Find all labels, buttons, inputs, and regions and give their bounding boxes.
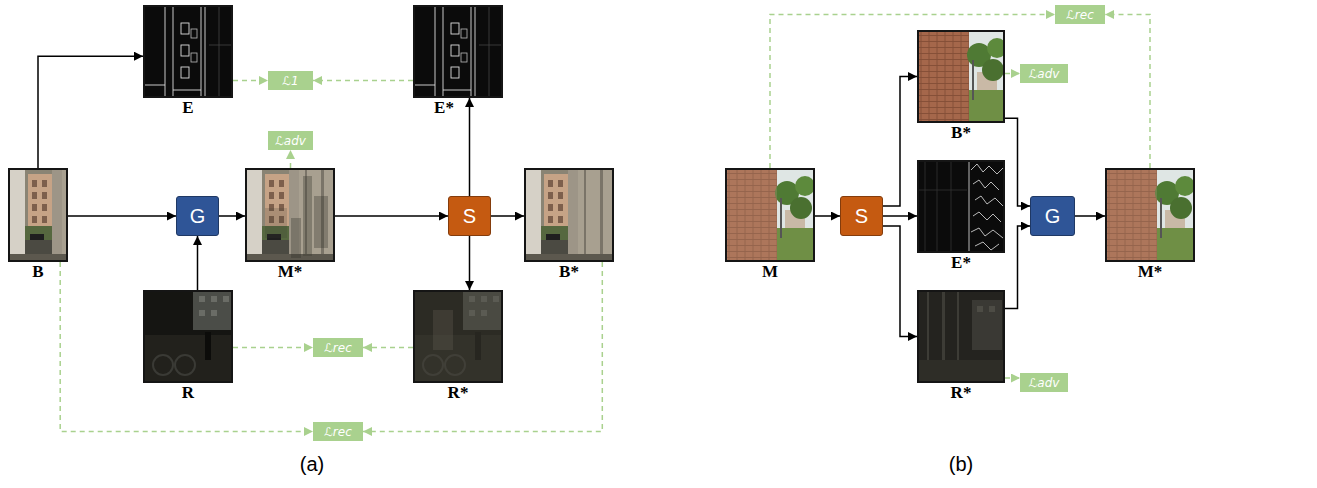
image-frame: M — [725, 168, 815, 262]
flow-arrow — [1005, 226, 1030, 309]
loss-label: ℒrec — [324, 341, 352, 355]
loss-connector — [313, 80, 413, 82]
image-label: B — [32, 262, 43, 282]
flow-arrow — [1005, 118, 1030, 206]
loss-connector — [60, 262, 313, 432]
loss-label: ℒrec — [324, 425, 352, 439]
loss-box: ℒ1 — [268, 71, 313, 90]
flow-arrow — [197, 236, 199, 290]
module-label: S — [855, 205, 868, 228]
loss-connector — [363, 347, 413, 349]
flow-arrow — [469, 236, 471, 290]
image-frame: B* — [524, 168, 614, 262]
loss-box: ℒrec — [1055, 5, 1105, 24]
loss-box: ℒrec — [313, 422, 363, 441]
loss-connector — [1005, 73, 1020, 75]
image-frame: B — [8, 168, 68, 262]
image-label: B* — [559, 262, 579, 282]
image-label: R — [182, 383, 194, 403]
image-label: E* — [951, 253, 971, 273]
edge-image — [413, 5, 503, 98]
loss-label: ℒadv — [1029, 376, 1060, 390]
image-frame: E* — [413, 5, 503, 98]
loss-box: ℒrec — [313, 338, 363, 357]
module-label: S — [463, 205, 476, 228]
background-image — [524, 168, 614, 262]
image-label: E — [182, 98, 193, 118]
edge-image — [143, 5, 233, 98]
reflection-image — [917, 290, 1005, 383]
separator-box: S — [840, 196, 883, 236]
image-frame: M* — [245, 168, 335, 262]
loss-connector — [233, 347, 313, 349]
image-label: B* — [951, 123, 971, 143]
flow-arrow — [491, 215, 524, 217]
image-frame: R* — [917, 290, 1005, 383]
flow-arrow — [219, 215, 245, 217]
mixture-image — [1105, 168, 1195, 262]
background-image — [917, 30, 1007, 124]
image-frame: M* — [1105, 168, 1195, 262]
loss-connector — [233, 80, 268, 82]
separator-box: S — [448, 196, 491, 236]
mixture-image — [725, 168, 815, 262]
flow-arrow — [883, 77, 917, 207]
loss-label: ℒadv — [1029, 67, 1060, 81]
flow-arrow — [335, 215, 448, 217]
module-label: G — [1045, 205, 1061, 228]
loss-label: ℒ1 — [282, 74, 298, 88]
flow-arrow — [815, 215, 840, 217]
generator-box: G — [176, 196, 219, 236]
image-label: E* — [434, 98, 454, 118]
panel-label: (a) — [300, 453, 324, 476]
loss-label: ℒadv — [275, 134, 306, 148]
flow-arrow — [68, 215, 176, 217]
loss-connector — [770, 15, 1055, 169]
module-label: G — [190, 205, 206, 228]
loss-connector — [1105, 15, 1150, 169]
image-label: R* — [951, 383, 972, 403]
loss-connector — [290, 150, 292, 168]
image-label: M* — [278, 262, 303, 282]
loss-box: ℒadv — [1020, 64, 1068, 83]
flow-arrow — [38, 56, 143, 168]
image-frame: R* — [413, 290, 503, 383]
image-frame: E — [143, 5, 233, 98]
loss-box: ℒadv — [1020, 373, 1068, 392]
image-label: M — [762, 262, 778, 282]
flow-arrow — [469, 98, 471, 196]
image-frame: R — [143, 290, 233, 383]
flow-arrow — [883, 226, 917, 337]
flow-arrow — [1075, 215, 1105, 217]
loss-connector — [1005, 377, 1020, 379]
loss-connector — [363, 262, 602, 432]
generator-box: G — [1030, 196, 1075, 236]
panel-label: (b) — [949, 453, 973, 476]
background-image — [8, 168, 98, 262]
image-label: R* — [448, 383, 469, 403]
mixture-image — [245, 168, 335, 262]
edge-image — [917, 160, 1005, 253]
image-frame: E* — [917, 160, 1005, 253]
flow-arrow — [883, 215, 917, 217]
loss-label: ℒrec — [1066, 8, 1094, 22]
reflection-image — [143, 290, 233, 383]
image-label: M* — [1138, 262, 1163, 282]
loss-box: ℒadv — [268, 131, 313, 150]
reflection-image — [413, 290, 503, 383]
image-frame: B* — [917, 30, 1005, 123]
